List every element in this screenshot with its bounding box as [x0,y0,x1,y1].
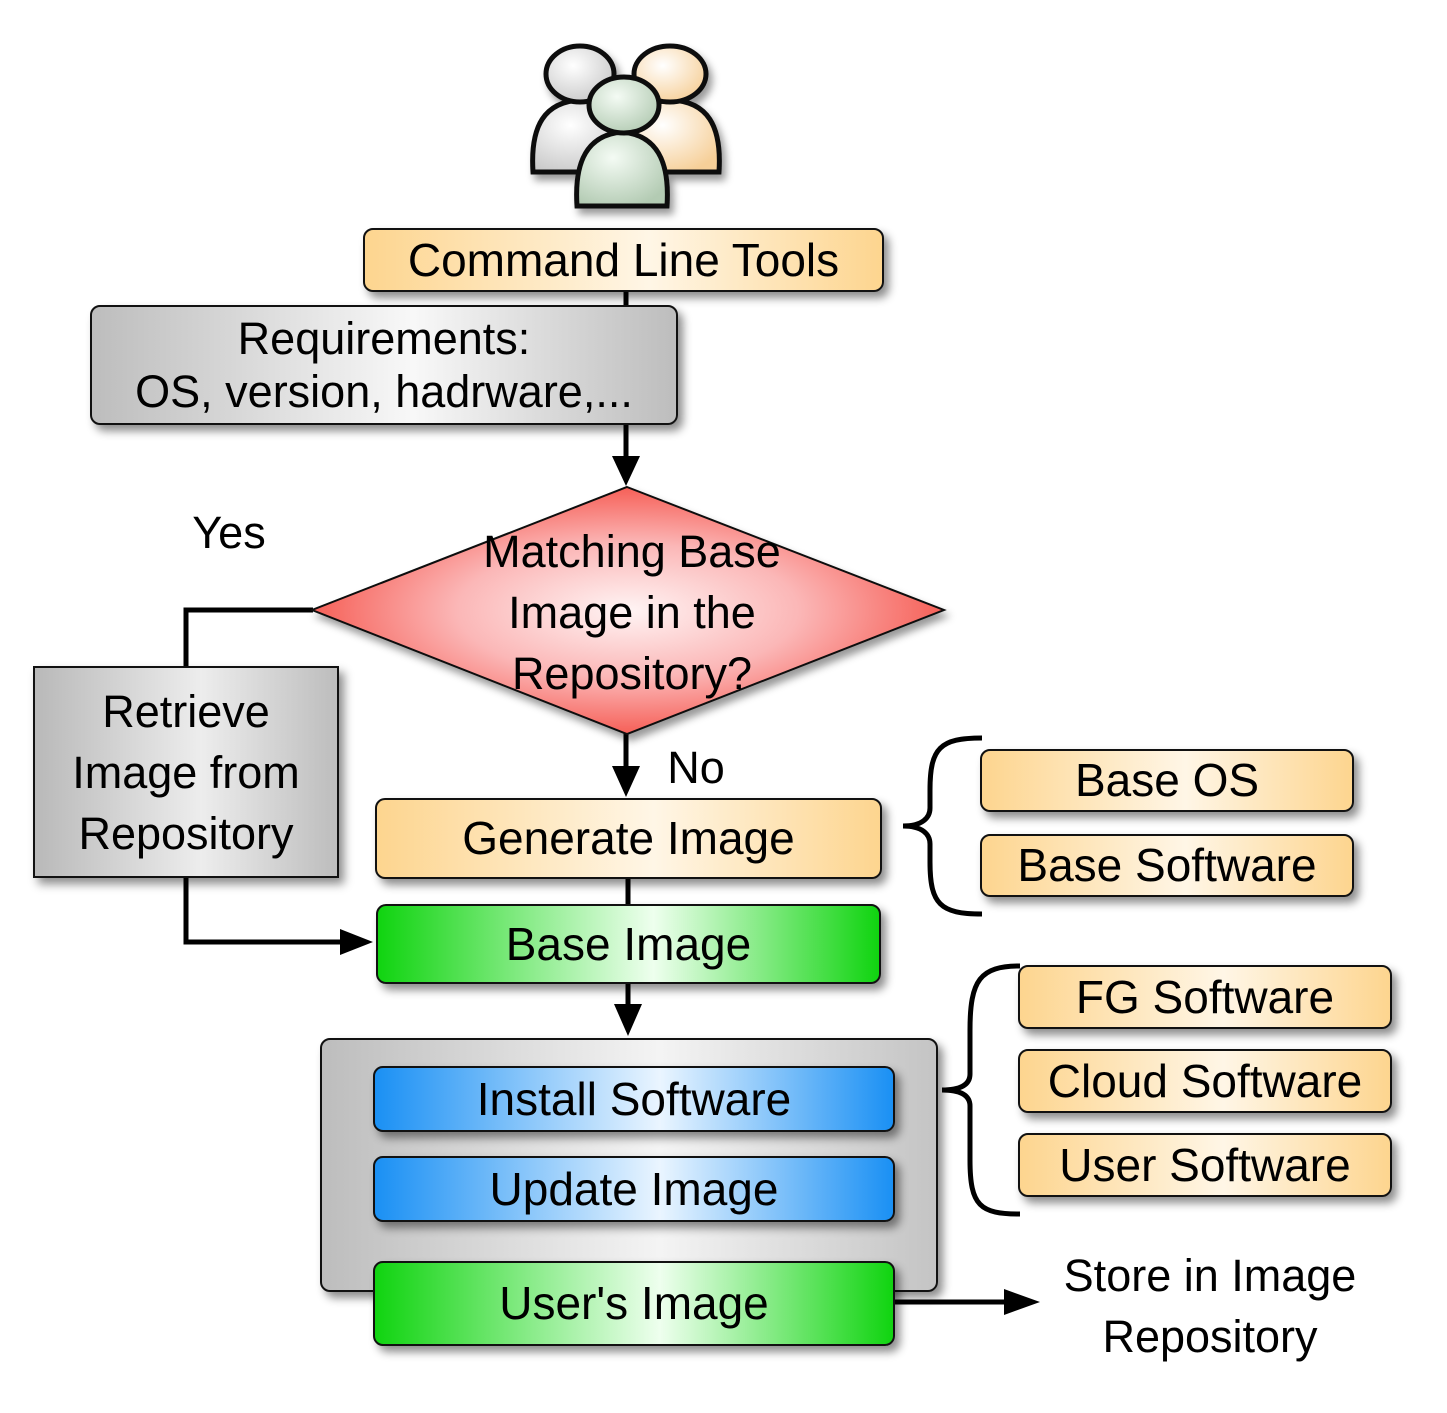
cloud-software-box: Cloud Software [1018,1049,1392,1113]
users-image-label: User's Image [499,1277,769,1330]
arrowhead-to-decision [612,456,640,486]
command-line-tools-box: Command Line Tools [363,228,884,292]
base-software-box: Base Software [980,834,1354,897]
store-label: Store in Image Repository [1030,1245,1390,1367]
yes-label: Yes [192,507,266,558]
brace-software-components [941,963,1021,1217]
install-software-label: Install Software [476,1072,792,1125]
store-line1: Store in Image [1063,1250,1357,1301]
arrowhead-to-generate [612,766,640,797]
command-line-tools-label: Command Line Tools [407,233,840,286]
arrowhead-to-store [1004,1289,1040,1315]
update-image-label: Update Image [489,1162,779,1215]
base-image-box: Base Image [376,904,881,984]
retrieve-line3: Repository [78,807,294,859]
fg-software-label: FG Software [1075,970,1335,1023]
user-front-icon [574,74,670,209]
retrieve-line1: Retrieve [102,685,270,737]
decision-diamond [309,485,947,736]
base-image-label: Base Image [505,917,752,970]
requirements-line2: OS, version, hadrware,... [135,366,633,417]
update-image-box: Update Image [373,1156,895,1222]
base-os-box: Base OS [980,749,1354,812]
generate-image-box: Generate Image [375,798,882,879]
users-group-icon [530,43,722,209]
user-software-label: User Software [1059,1138,1351,1191]
decision-line2: Image in the [508,587,756,638]
fg-software-box: FG Software [1018,965,1392,1029]
connector-retrieve-base [183,878,342,945]
connector-yes-path [183,607,313,666]
generate-image-label: Generate Image [462,812,795,865]
users-image-box: User's Image [373,1261,895,1346]
no-label: No [667,742,725,793]
base-os-label: Base OS [1074,754,1260,807]
user-software-box: User Software [1018,1133,1392,1197]
cloud-software-label: Cloud Software [1047,1054,1363,1107]
arrowhead-to-panel [614,1004,642,1036]
requirements-box: Requirements: OS, version, hadrware,... [90,305,678,425]
retrieve-line2: Image from [72,746,300,798]
decision-line1: Matching Base [483,526,781,577]
base-software-label: Base Software [1017,839,1317,892]
requirements-line1: Requirements: [237,312,531,364]
arrowhead-to-base-image [340,929,373,955]
store-line2: Repository [1102,1311,1318,1362]
retrieve-image-box: Retrieve Image from Repository [33,666,339,878]
install-software-box: Install Software [373,1066,895,1132]
brace-base-components [902,735,983,917]
decision-line3: Repository? [511,648,753,699]
decision-label: Matching Base Image in the Repository? [432,521,832,704]
